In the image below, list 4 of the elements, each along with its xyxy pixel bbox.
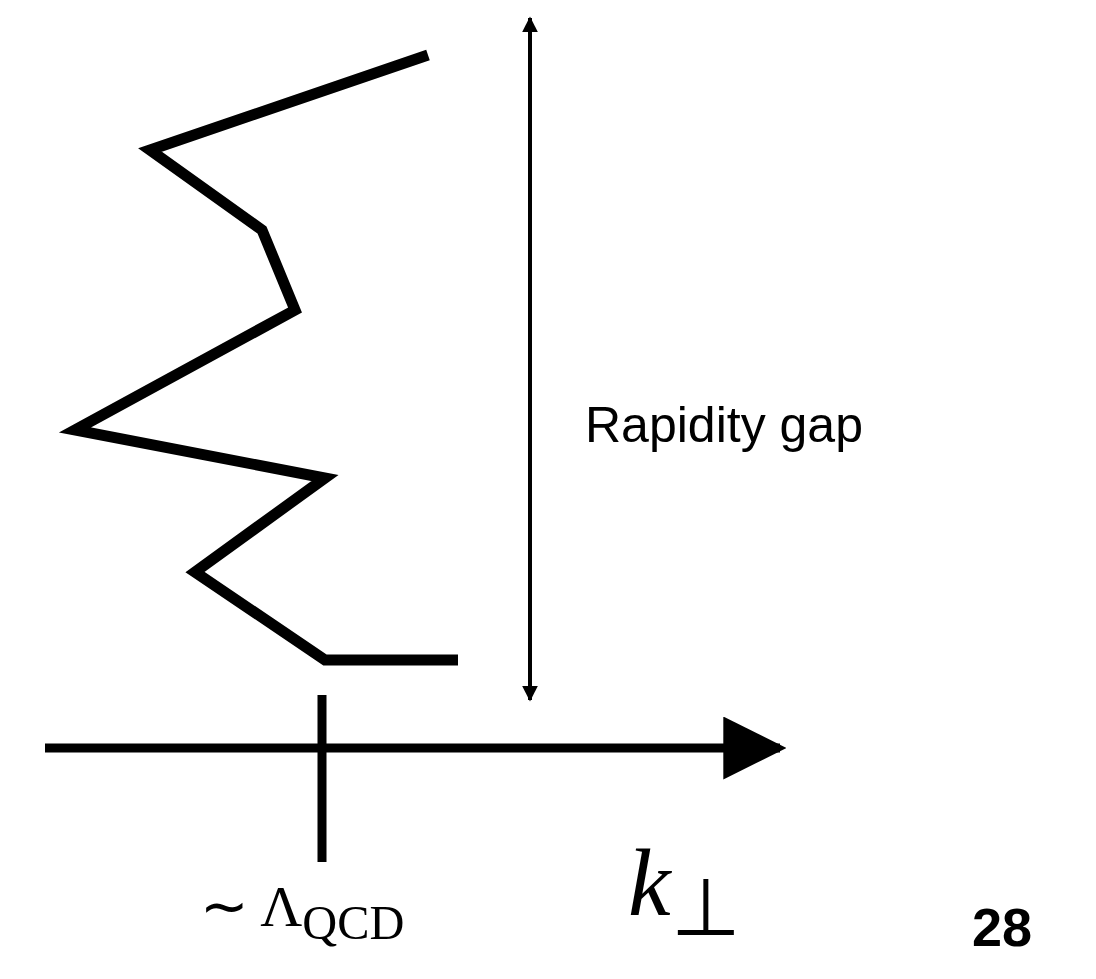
gap-label: Rapidity gap (585, 400, 863, 450)
axis-label: k$_{⊥}$ (628, 835, 741, 949)
page-number: 28 (972, 900, 1033, 954)
tick-label: ∼ Λ$_{QCD}$ (200, 878, 405, 947)
